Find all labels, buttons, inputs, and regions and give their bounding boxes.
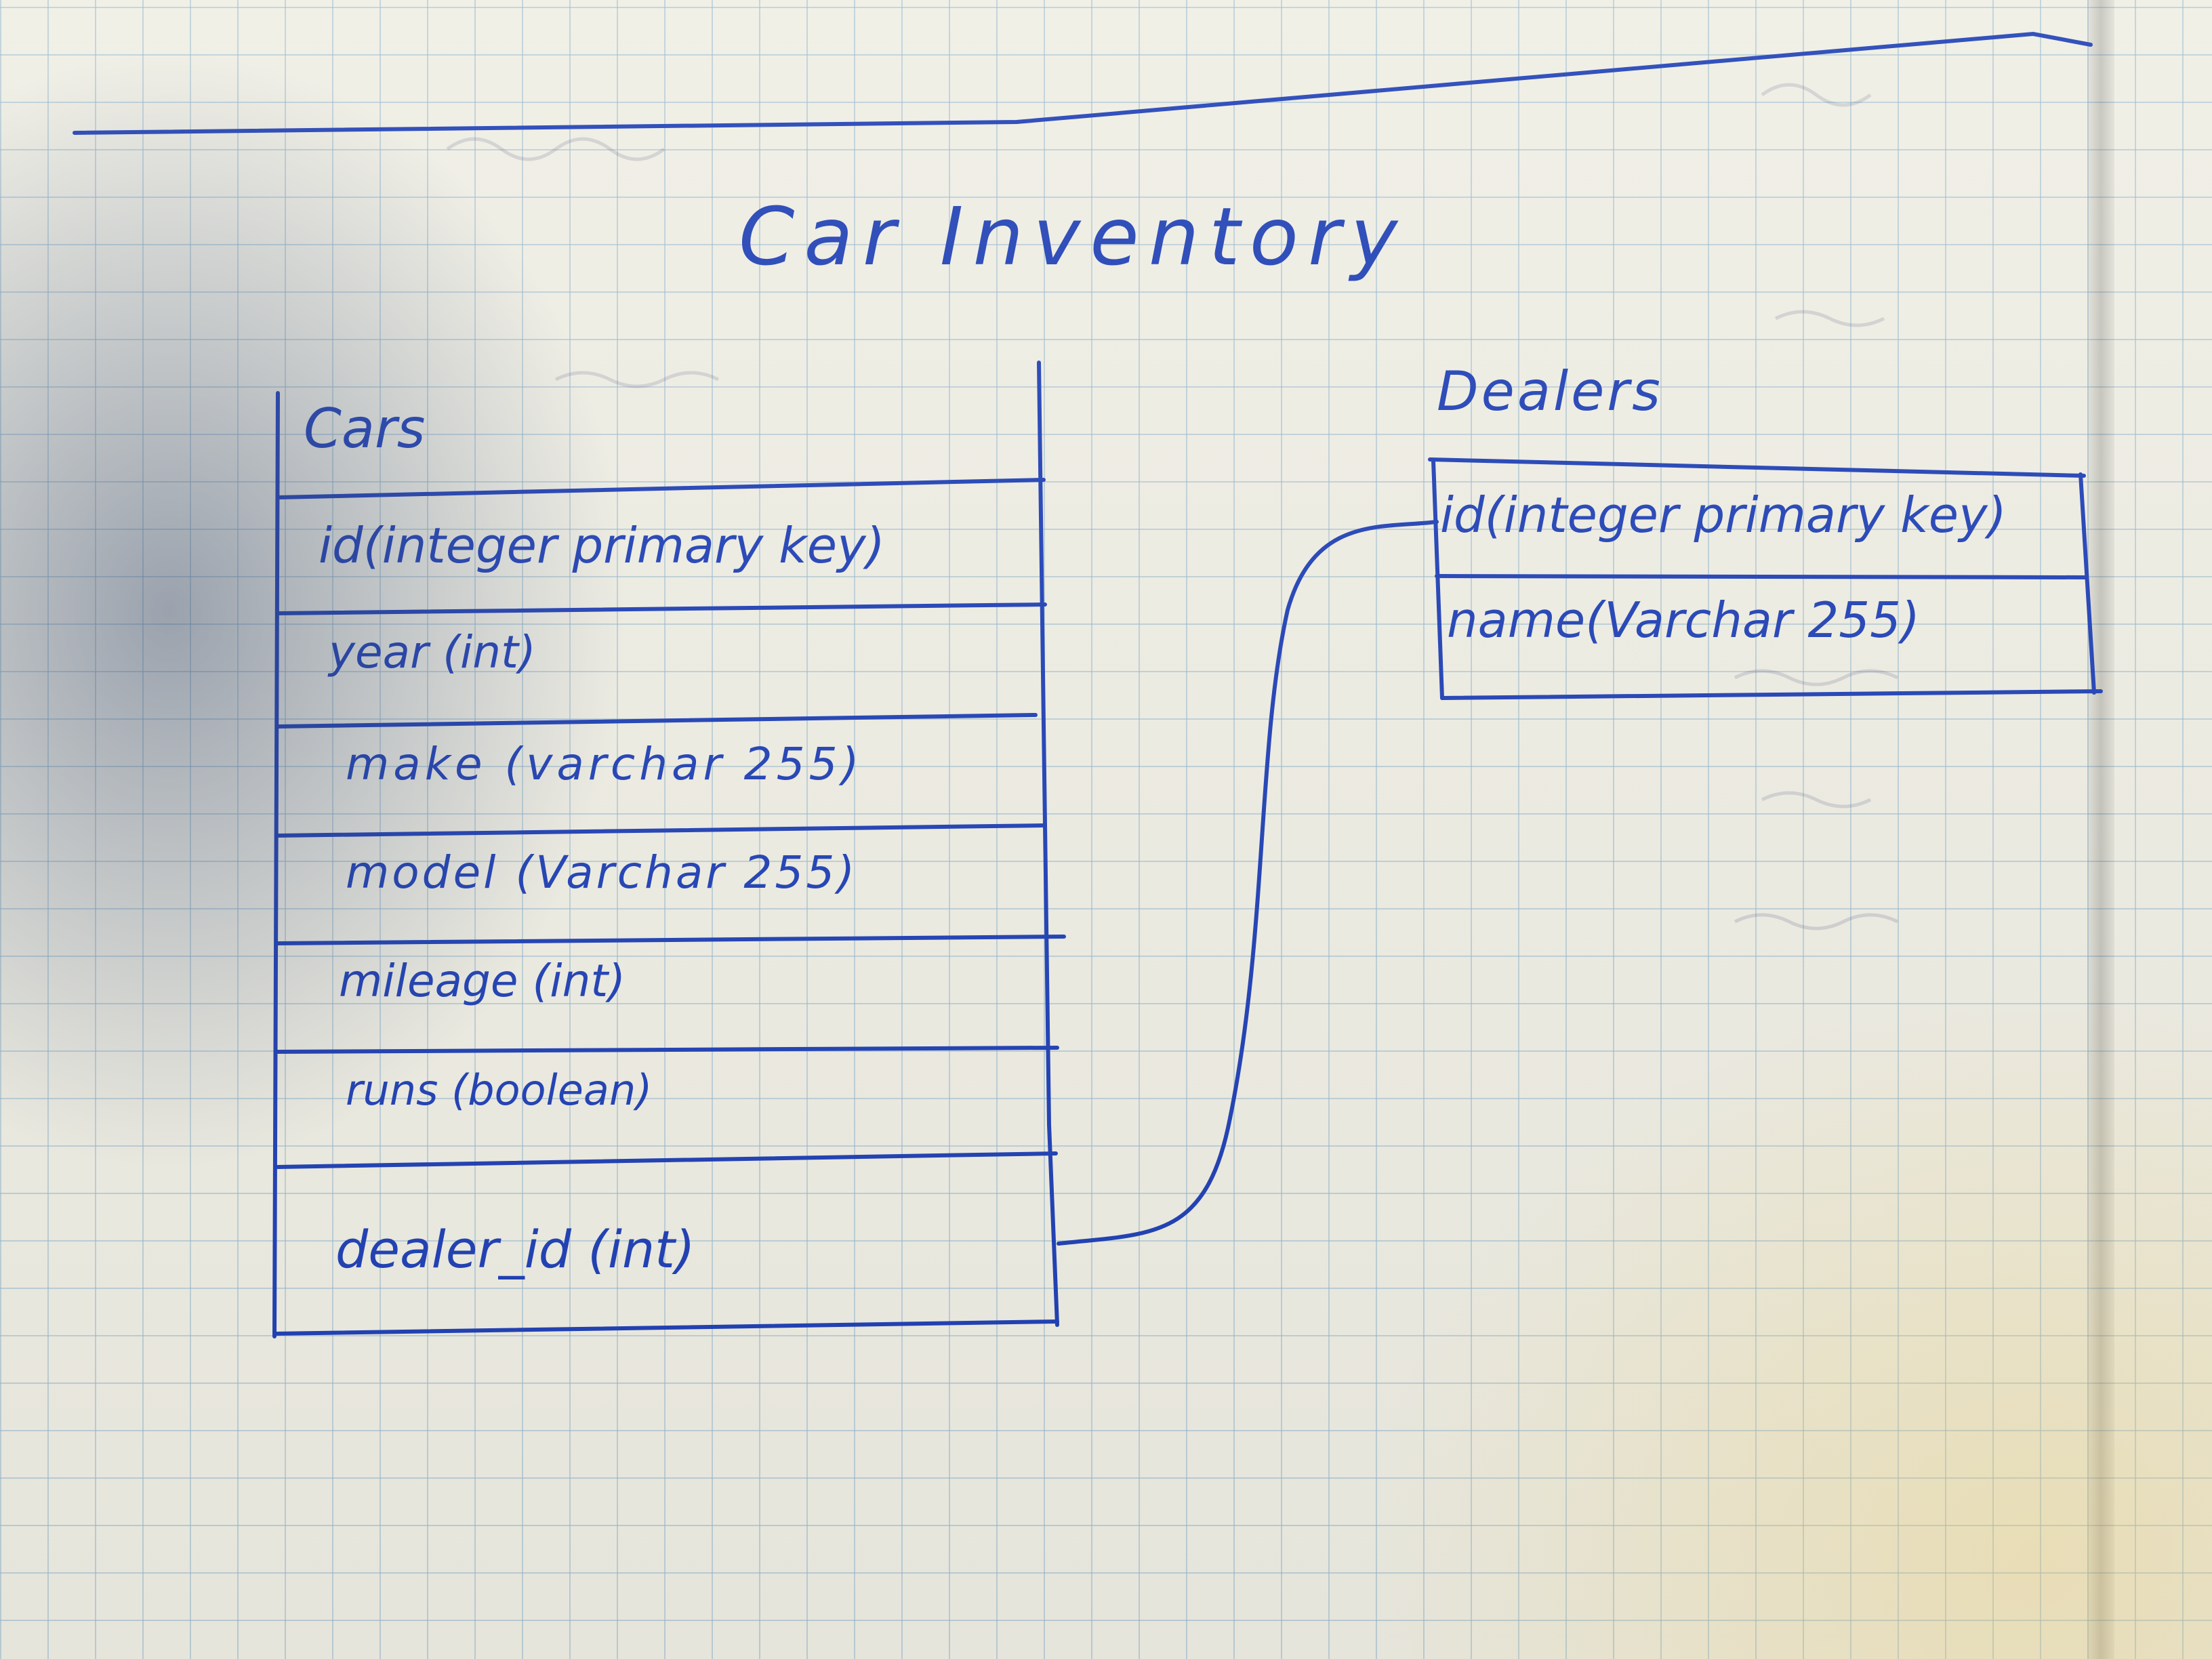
table-cars-row-divider (276, 1151, 1058, 1169)
table-dealers-row-divider (1435, 574, 2088, 579)
notebook-binding (2087, 0, 2114, 1659)
table-dealers-bottom-border (1440, 689, 2103, 700)
top-rule-line (73, 31, 2093, 135)
cars-field-year: year (int) (327, 626, 536, 678)
cars-field-id: id(integer primary key) (319, 517, 885, 574)
table-cars-right-border (1037, 361, 1059, 1327)
table-dealers-name: Dealers (1437, 360, 1663, 423)
table-dealers-top-border (1428, 457, 2086, 478)
table-dealers-right-border (2078, 472, 2096, 695)
table-cars-left-border (272, 391, 280, 1338)
table-cars-name: Cars (304, 397, 425, 460)
table-cars: Cars id(integer primary key) year (int) … (272, 361, 1066, 1338)
cars-field-runs: runs (boolean) (346, 1065, 652, 1115)
cars-field-mileage: mileage (int) (339, 955, 626, 1007)
table-cars-bottom-border (272, 1319, 1059, 1336)
table-cars-row-divider (276, 823, 1046, 838)
dealers-field-id: id(integer primary key) (1440, 487, 2007, 544)
table-dealers: Dealers id(integer primary key) name(Var… (1428, 360, 2103, 700)
cars-field-model: model (Varchar 255) (346, 846, 857, 899)
table-cars-row-divider (276, 1046, 1059, 1054)
diagram-title: Car Inventory (739, 190, 1407, 283)
table-cars-row-divider (276, 478, 1046, 499)
cars-field-make: make (varchar 255) (346, 738, 863, 790)
table-cars-row-divider (276, 602, 1047, 615)
cars-field-dealer-id: dealer_id (int) (335, 1219, 695, 1279)
table-dealers-left-border (1431, 459, 1444, 700)
bleed-through-marks (446, 83, 1899, 930)
table-cars-row-divider (276, 935, 1066, 945)
table-cars-row-divider (276, 713, 1038, 729)
relationship-connector (1057, 520, 1439, 1246)
dealers-field-name: name(Varchar 255) (1447, 592, 1920, 649)
